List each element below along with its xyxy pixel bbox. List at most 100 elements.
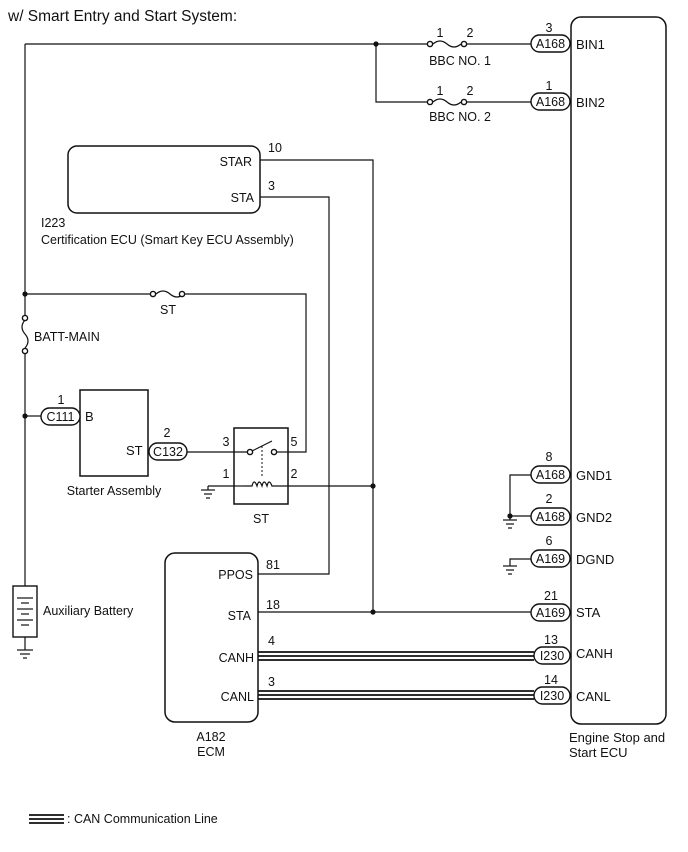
engine-ecu-bin1-label: BIN1 (576, 37, 605, 52)
ecm-label: ECM (197, 745, 225, 759)
junction-dot (370, 609, 376, 615)
batt-main-label: BATT-MAIN (34, 330, 100, 344)
bbc1-terminal-right (460, 40, 468, 48)
can-l-line (258, 690, 534, 700)
engine-ecu-name-2: Start ECU (569, 745, 628, 760)
starter-b-label: B (85, 409, 94, 424)
pin-gnd2: 2 (546, 492, 553, 506)
pin-bin2: 1 (546, 79, 553, 93)
engine-ecu-canh-label: CANH (576, 646, 613, 661)
ecm-canl-pin: 3 (268, 675, 275, 689)
pin-engine-sta: 21 (544, 589, 558, 603)
st-relay-pin-5: 5 (291, 435, 298, 449)
ecm-code: A182 (196, 730, 225, 744)
st-relay-pin-1: 1 (223, 467, 230, 481)
engine-ecu-grounds (503, 474, 531, 575)
conn-a168-gnd1-code: A168 (536, 468, 565, 482)
cert-ecu-star-label: STAR (220, 155, 252, 169)
cert-ecu-sta-label: STA (231, 191, 255, 205)
st-relay-label: ST (253, 512, 269, 526)
ecm-sta-pin: 18 (266, 598, 280, 612)
conn-a168-bin1-code: A168 (536, 37, 565, 51)
certification-ecu: STAR STA 10 3 I223 Certification ECU (Sm… (41, 141, 374, 612)
engine-ecu-gnd2-label: GND2 (576, 510, 612, 525)
conn-a168-gnd2-code: A168 (536, 510, 565, 524)
st-relay: 3 5 1 2 ST (187, 427, 376, 526)
junction-dot (370, 483, 376, 489)
ecm-ppos-label: PPOS (218, 568, 253, 582)
st-relay-pin-2: 2 (291, 467, 298, 481)
bbc2-terminal-right (460, 98, 468, 106)
bbc1-fuse-symbol (432, 40, 462, 48)
ground-icon (201, 486, 215, 499)
st-relay-body (233, 427, 289, 505)
engine-ecu-name-1: Engine Stop and (569, 730, 665, 745)
conn-i230-canl-code: I230 (540, 689, 564, 703)
bbc2-label: BBC NO. 2 (429, 110, 491, 124)
ground-icon (17, 649, 33, 659)
conn-a168-bin2-code: A168 (536, 95, 565, 109)
conn-c132-code: C132 (153, 445, 183, 459)
engine-ecu-canl-label: CANL (576, 689, 611, 704)
engine-ecu: Engine Stop and Start ECU BIN1 A168 3 BI… (530, 16, 667, 760)
battery-label: Auxiliary Battery (43, 604, 134, 618)
ecm-sta-label: STA (228, 609, 252, 623)
bbc2-pin-right: 2 (467, 84, 474, 98)
conn-c111 (40, 407, 81, 426)
starter-assembly: B ST C111 1 C132 2 Starter Assembly (25, 389, 188, 498)
can-h-line (258, 651, 534, 661)
battery-line: BATT-MAIN (21, 44, 100, 588)
ground-icon (503, 565, 517, 575)
conn-a169-dgnd-code: A169 (536, 552, 565, 566)
ecm-ppos-pin: 81 (266, 558, 280, 572)
engine-ecu-gnd1-label: GND1 (576, 468, 612, 483)
relay-contact-left (246, 448, 254, 456)
battery-icon (12, 585, 38, 638)
cert-ecu-body (67, 145, 261, 214)
engine-ecu-dgnd-label: DGND (576, 552, 614, 567)
diagram-title: w/ Smart Entry and Start System: (7, 8, 237, 25)
bbc2-pin-left: 1 (437, 84, 444, 98)
auxiliary-battery: Auxiliary Battery (12, 585, 134, 659)
pin-gnd1: 8 (546, 450, 553, 464)
st-fuse-wiring: ST (25, 290, 307, 453)
ecm-canl-label: CANL (221, 690, 254, 704)
pin-engine-canl: 14 (544, 673, 558, 687)
bbc1-terminal-left (426, 40, 434, 48)
ecm-canh-pin: 4 (268, 634, 275, 648)
starter-st-label: ST (126, 443, 143, 458)
cert-ecu-code: I223 (41, 216, 65, 230)
conn-i230-canh-code: I230 (540, 649, 564, 663)
bbc-wiring: 1 2 BBC NO. 1 1 2 BBC NO. 2 (25, 26, 531, 124)
engine-ecu-body (570, 16, 667, 725)
ecm-canh-label: CANH (219, 651, 254, 665)
legend: : CAN Communication Line (29, 812, 218, 826)
engine-ecu-bin2-label: BIN2 (576, 95, 605, 110)
bbc2-fuse-symbol (432, 98, 462, 106)
cert-ecu-sta-pin: 3 (268, 179, 275, 193)
pin-dgnd: 6 (546, 534, 553, 548)
starter-body (79, 389, 149, 477)
ecm-body (164, 552, 259, 723)
engine-ecu-sta-label: STA (576, 605, 601, 620)
starter-label: Starter Assembly (67, 484, 162, 498)
relay-contact-right (270, 448, 278, 456)
ground-icon (503, 519, 517, 529)
ecm: PPOS STA CANH CANL 81 18 4 3 A182 ECM (164, 552, 534, 759)
cert-ecu-name: Certification ECU (Smart Key ECU Assembl… (41, 233, 294, 247)
conn-a169-sta-code: A169 (536, 606, 565, 620)
conn-c111-pin: 1 (58, 393, 65, 407)
st-relay-pin-3: 3 (223, 435, 230, 449)
bbc1-pin-right: 2 (467, 26, 474, 40)
bbc1-pin-left: 1 (437, 26, 444, 40)
relay-coil-icon (244, 481, 288, 489)
bbc2-terminal-left (426, 98, 434, 106)
legend-can-label: : CAN Communication Line (67, 812, 218, 826)
st-fuse-label: ST (160, 303, 176, 317)
cert-ecu-star-pin: 10 (268, 141, 282, 155)
pin-bin1: 3 (546, 21, 553, 35)
bbc1-label: BBC NO. 1 (429, 54, 491, 68)
pin-engine-canh: 13 (544, 633, 558, 647)
conn-c111-code: C111 (46, 410, 74, 424)
